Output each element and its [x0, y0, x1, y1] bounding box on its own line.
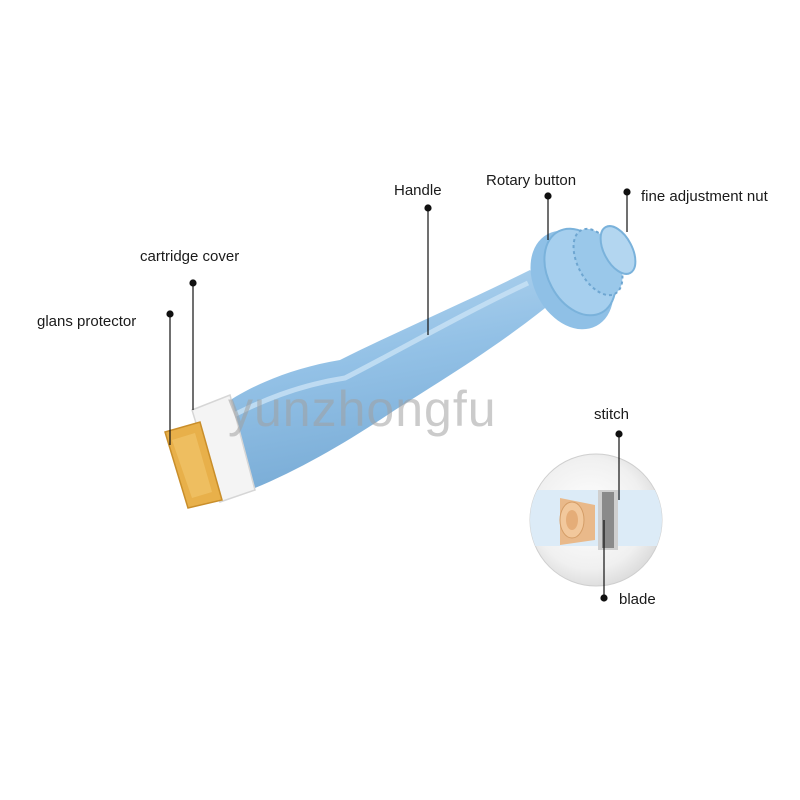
leader-dot-handle — [424, 204, 432, 212]
leader-dot-glans-protector — [166, 310, 174, 318]
leader-dot-rotary-button — [544, 192, 552, 200]
label-stitch: stitch — [594, 406, 630, 423]
label-rotary-button: Rotary button — [486, 172, 577, 189]
handle-body — [205, 270, 555, 490]
leader-dot-cartridge-cover — [189, 279, 197, 287]
label-handle: Handle — [394, 182, 442, 199]
label-blade: blade — [619, 591, 656, 608]
glans-protector — [164, 421, 223, 509]
label-fine-adjustment-nut: fine adjustment nut — [641, 188, 768, 205]
magnified-inset — [529, 453, 663, 587]
leader-dot-blade — [600, 594, 608, 602]
leader-dot-stitch — [615, 430, 623, 438]
leader-lines — [166, 188, 631, 602]
label-cartridge-cover: cartridge cover — [140, 248, 240, 265]
leader-dot-fine-adjustment-nut — [623, 188, 631, 196]
fine-adjustment-nut — [599, 225, 637, 275]
label-glans-protector: glans protector — [37, 313, 137, 330]
rotary-button — [530, 227, 624, 330]
watermark: yunzhongfu — [228, 381, 497, 437]
